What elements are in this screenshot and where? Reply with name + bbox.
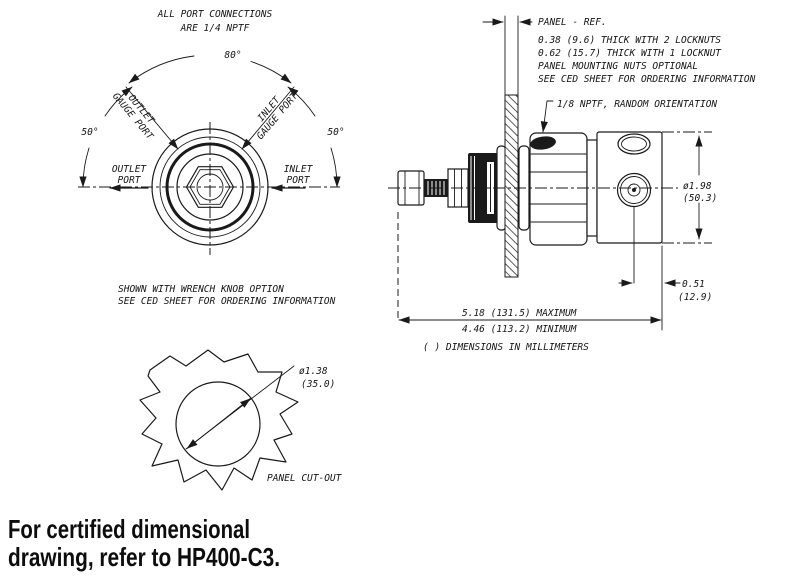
wrench-knob-caption-line2: SEE CED SHEET FOR ORDERING INFORMATION (118, 296, 336, 307)
millimeters-note: ( ) DIMENSIONS IN MILLIMETERS (423, 342, 589, 353)
angle-dim-50-right: 50° (327, 127, 344, 138)
panel-cutout-view: ø1.38 (35.0) PANEL CUT-OUT (139, 349, 343, 491)
panel-note-line5: SEE CED SHEET FOR ORDERING INFORMATION (538, 74, 756, 85)
mounting-panel (504, 15, 519, 278)
port-offset-dimension: 0.51 (12.9) (618, 206, 712, 331)
inlet-gauge-leader (241, 86, 295, 150)
port-note-line1: ALL PORT CONNECTIONS (157, 9, 273, 20)
panel-note-line3: 0.62 (15.7) THICK WITH 1 LOCKNUT (538, 48, 722, 59)
arc-80-right (250, 61, 292, 84)
footer-line2: drawing, refer to HP400-C3. (8, 542, 280, 572)
body-diameter-dimension: ø1.98 (50.3) (662, 131, 717, 244)
angle-dim-80: 80° (224, 50, 241, 61)
side-view: PANEL - REF. 0.38 (9.6) THICK WITH 2 LOC… (388, 15, 756, 353)
inlet-port-label-line2: PORT (287, 175, 311, 186)
offset-mm: (12.9) (678, 292, 712, 303)
panel-note-line2: 0.38 (9.6) THICK WITH 2 LOCKNUTS (538, 35, 721, 46)
port-note-line2: ARE 1/4 NPTF (180, 23, 250, 34)
footer-line1: For certified dimensional (8, 514, 250, 544)
cutout-dia-mm: (35.0) (301, 379, 335, 390)
inlet-gauge-port-label: INLET GAUGE PORT (255, 90, 301, 142)
arc-50-left-upper (104, 86, 133, 117)
bonnet-hex (529, 132, 588, 246)
arc-80-left (128, 55, 195, 84)
arc-50-right-upper (287, 86, 316, 117)
stem-circle (196, 173, 224, 201)
wrench-knob-caption-line1: SHOWN WITH WRENCH KNOB OPTION (118, 284, 284, 295)
top-port-inner (621, 136, 647, 152)
front-view: ALL PORT CONNECTIONS ARE 1/4 NPTF 80° 50… (78, 9, 345, 307)
panel-reference-callout: PANEL - REF. 0.38 (9.6) THICK WITH 2 LOC… (482, 17, 756, 85)
panel-note-line4: PANEL MOUNTING NUTS OPTIONAL (538, 61, 698, 72)
side-port-outer (616, 172, 652, 208)
outlet-port-label-line1: OUTLET (112, 164, 148, 175)
nptf-port-hole (530, 136, 556, 150)
top-port-outer (617, 133, 651, 155)
angle-dim-50-left: 50° (81, 127, 98, 138)
panel-hatched-bar (504, 94, 519, 278)
nptf-note: 1/8 NPTF, RANDOM ORIENTATION (557, 99, 717, 110)
side-port-center (632, 188, 636, 192)
outlet-gauge-port-label: OUTLET GAUGE PORT (110, 91, 157, 143)
wrench-hex-inner (189, 169, 231, 205)
cutout-label: PANEL CUT-OUT (267, 473, 343, 484)
cutout-dia-value: ø1.38 (299, 366, 328, 377)
outlet-gauge-leader (125, 86, 179, 150)
side-port-inner (627, 183, 641, 197)
wrench-hex-outer (185, 166, 235, 208)
length-max: 5.18 (131.5) MAXIMUM (462, 308, 577, 319)
dia-body-mm: (50.3) (683, 193, 717, 204)
length-min: 4.46 (113.2) MINIMUM (462, 324, 577, 335)
dia-body-value: ø1.98 (683, 181, 712, 192)
inlet-port-label-line1: INLET (284, 164, 314, 175)
arc-50-left-lower (79, 147, 90, 188)
nptf-callout: 1/8 NPTF, RANDOM ORIENTATION (540, 99, 717, 133)
outlet-port-label-line2: PORT (118, 175, 142, 186)
regulator-face-circles (151, 128, 269, 246)
arc-50-right-lower (330, 147, 341, 188)
footer-note: For certified dimensional drawing, refer… (8, 514, 280, 572)
overall-length-dimension: 5.18 (131.5) MAXIMUM 4.46 (113.2) MINIMU… (397, 212, 662, 335)
panel-note-line1: PANEL - REF. (538, 17, 607, 28)
offset-value: 0.51 (682, 279, 705, 290)
torn-panel-outline (139, 349, 299, 491)
cutout-hole (175, 381, 261, 467)
